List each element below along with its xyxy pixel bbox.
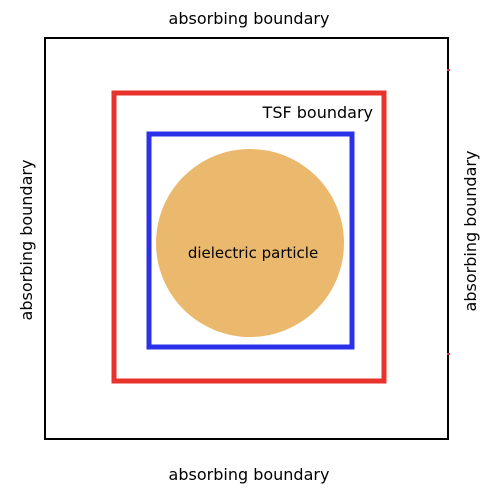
label-dielectric-particle: dielectric particle — [188, 244, 318, 262]
label-left-absorbing-boundary: absorbing boundary — [17, 160, 36, 321]
tsf-boundary-box — [111, 90, 387, 384]
dielectric-particle — [156, 149, 344, 337]
label-top-absorbing-boundary: absorbing boundary — [169, 9, 330, 28]
label-tsf-boundary: TSF boundary — [262, 103, 373, 122]
inner-boundary-box — [146, 131, 355, 350]
absorbing-boundary-box — [44, 37, 449, 440]
label-right-absorbing-boundary: absorbing boundary — [461, 151, 480, 312]
label-bottom-absorbing-boundary: absorbing boundary — [169, 465, 330, 484]
